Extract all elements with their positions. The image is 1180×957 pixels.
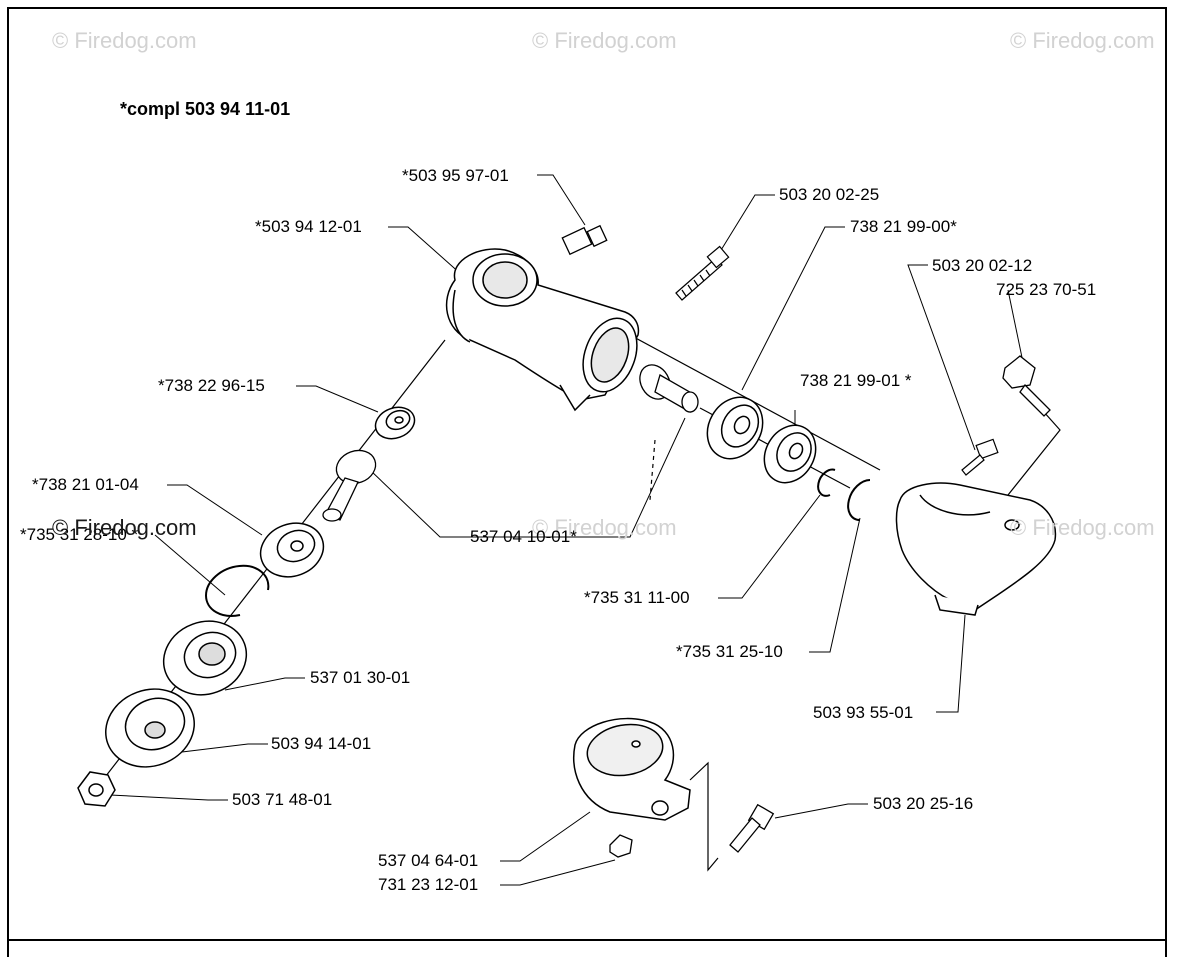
pinion-upper [639, 364, 699, 413]
watermark: © Firedog.com [532, 28, 677, 53]
bearing-738219901 [763, 424, 817, 484]
part-label: 503 20 02-12 [932, 256, 1033, 275]
watermark: © Firedog.com [1010, 28, 1155, 53]
part-label: *503 95 97-01 [402, 166, 509, 185]
part-label: 725 23 70-51 [996, 280, 1097, 299]
watermark: © Firedog.com [1010, 515, 1155, 540]
shield-503935501 [895, 482, 1057, 616]
part-label: *735 31 25-10 [676, 642, 783, 661]
part-label: *738 22 96-15 [158, 376, 265, 395]
gear-housing [445, 248, 640, 412]
circlip-735312510 [847, 479, 871, 522]
bearing-738210104 [259, 522, 325, 578]
part-label: 537 01 30-01 [310, 668, 411, 687]
watermark: © Firedog.com [52, 28, 197, 53]
washer-503941401 [105, 688, 195, 768]
flange-537013001 [162, 620, 248, 696]
part-label: 503 20 25-16 [873, 794, 974, 813]
bearing-738219900 [706, 396, 764, 460]
part-label: 731 23 12-01 [378, 875, 479, 894]
part-label: 503 20 02-25 [779, 185, 880, 204]
clamp-537046401 [573, 717, 691, 821]
frame [7, 7, 1167, 957]
part-label: 738 21 99-01 * [800, 371, 912, 390]
screw-503200212 [961, 438, 999, 476]
part-label: 738 21 99-00* [850, 217, 957, 236]
watermark: © Firedog.com [532, 515, 677, 540]
screw-503202516 [729, 803, 775, 853]
assembly-title: *compl 503 94 11-01 [120, 99, 291, 119]
nut-731231201 [609, 834, 633, 858]
part-label: 503 94 14-01 [271, 734, 372, 753]
circlip-735311100 [817, 468, 836, 497]
bolt-725237051 [1002, 355, 1051, 417]
screw-503200225 [675, 245, 730, 301]
part-label: 537 04 64-01 [378, 851, 479, 870]
part-label: 537 04 10-01* [470, 527, 577, 546]
bolt-503959701 [561, 224, 608, 256]
pinion-lower [322, 449, 377, 522]
circlip-735312810 [205, 564, 270, 617]
part-label: *738 21 01-04 [32, 475, 139, 494]
part-label: 503 71 48-01 [232, 790, 333, 809]
part-label: *735 31 28-10 * [20, 525, 139, 544]
part-label: *735 31 11-00 [584, 588, 690, 607]
part-label: *503 94 12-01 [255, 217, 362, 236]
watermark: © Firedog.com [52, 515, 197, 540]
part-label: 503 93 55-01 [813, 703, 914, 722]
bearing-738229615 [374, 406, 416, 440]
nut-503714801 [77, 771, 116, 807]
